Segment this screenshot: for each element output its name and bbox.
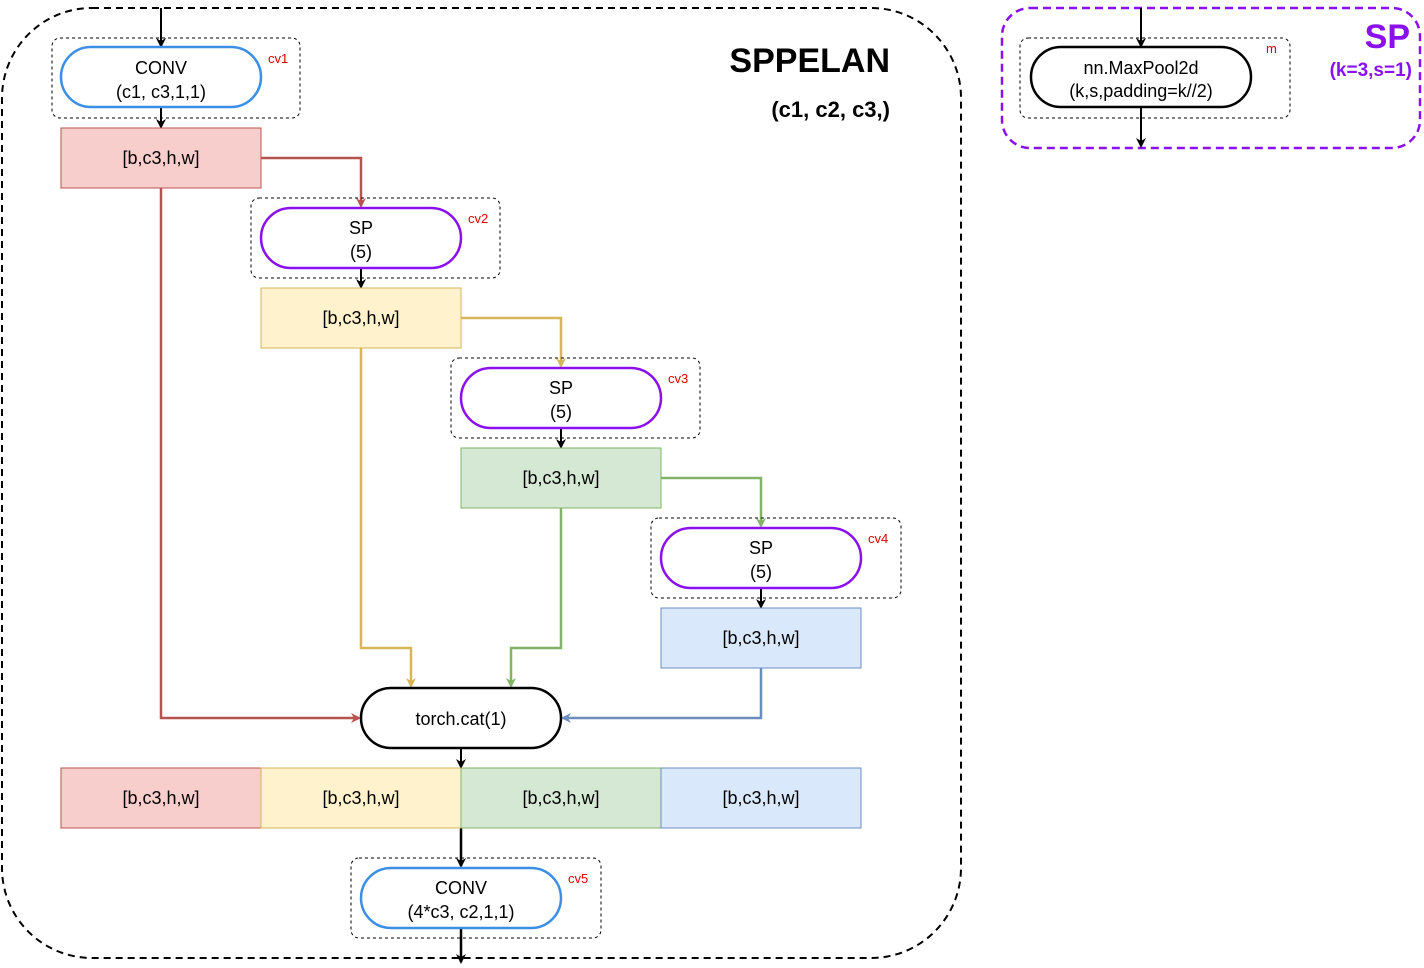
t1-to-cat-arrow — [159, 188, 361, 723]
tensor-t2-label: [b,c3,h,w] — [322, 308, 399, 328]
cv3-label: SP — [549, 378, 573, 398]
cv2-label: SP — [349, 218, 373, 238]
cv5-conv-node — [359, 866, 563, 930]
tensor-t4 — [660, 607, 862, 669]
maxpool-label: nn.MaxPool2d — [1083, 58, 1198, 78]
tensor-t1-label: [b,c3,h,w] — [122, 148, 199, 168]
tensor-t2 — [260, 287, 462, 349]
concat-blue — [660, 767, 862, 829]
maxpool-params: (k,s,padding=k//2) — [1069, 81, 1213, 101]
tensor-t4-label: [b,c3,h,w] — [722, 628, 799, 648]
tensor-t1 — [60, 127, 262, 189]
cv3-params: (5) — [550, 402, 572, 422]
tensor-t3 — [460, 447, 662, 509]
cv4-label: SP — [749, 538, 773, 558]
cv4-sp-node — [659, 526, 863, 590]
sp-legend-params: (k=3,s=1) — [1330, 60, 1412, 81]
cv1-conv-node — [59, 45, 263, 109]
cv4-frame — [650, 517, 902, 599]
t4-to-cat-arrow — [561, 668, 763, 723]
cv4-tag: cv4 — [868, 531, 888, 546]
cv3-frame — [450, 357, 701, 439]
cv5-frame — [350, 857, 602, 939]
sppelan-container — [1, 7, 962, 959]
cv1-tag: cv1 — [268, 51, 288, 66]
tensor-t3-label: [b,c3,h,w] — [522, 468, 599, 488]
t2-to-cv3-arrow — [461, 316, 566, 368]
cv5-label: CONV — [435, 878, 487, 898]
torch-cat-label: torch.cat(1) — [415, 709, 506, 729]
concat-green — [460, 767, 662, 829]
sp-legend-container — [1000, 6, 1422, 150]
concat-red-label: [b,c3,h,w] — [122, 788, 199, 808]
concat-green-label: [b,c3,h,w] — [522, 788, 599, 808]
concat-blue-label: [b,c3,h,w] — [722, 788, 799, 808]
concat-yellow — [260, 767, 462, 829]
cv2-sp-node — [259, 206, 463, 270]
sp-legend-node-frame — [1019, 37, 1291, 119]
cv3-sp-node — [459, 366, 663, 430]
cv2-frame — [250, 197, 501, 279]
cv1-params: (c1, c3,1,1) — [116, 82, 206, 102]
cv1-frame — [51, 37, 301, 119]
t3-to-cv4-arrow — [661, 476, 766, 528]
cv5-params: (4*c3, c2,1,1) — [407, 902, 514, 922]
t1-to-cv2-arrow — [261, 156, 366, 208]
sppelan-title: SPPELAN — [729, 42, 890, 80]
cv4-params: (5) — [750, 562, 772, 582]
t2-to-cat-arrow — [359, 348, 416, 688]
sppelan-params: (c1, c2, c3,) — [771, 97, 890, 122]
sp-legend-title: SP — [1365, 18, 1410, 56]
cv1-label: CONV — [135, 58, 187, 78]
cv3-tag: cv3 — [668, 371, 688, 386]
sp-legend-tag: m — [1266, 41, 1277, 56]
cv5-tag: cv5 — [568, 871, 588, 886]
t3-to-cat-arrow — [506, 508, 563, 688]
cv2-params: (5) — [350, 242, 372, 262]
cv2-tag: cv2 — [468, 211, 488, 226]
concat-yellow-label: [b,c3,h,w] — [322, 788, 399, 808]
torch-cat-node — [359, 686, 563, 750]
